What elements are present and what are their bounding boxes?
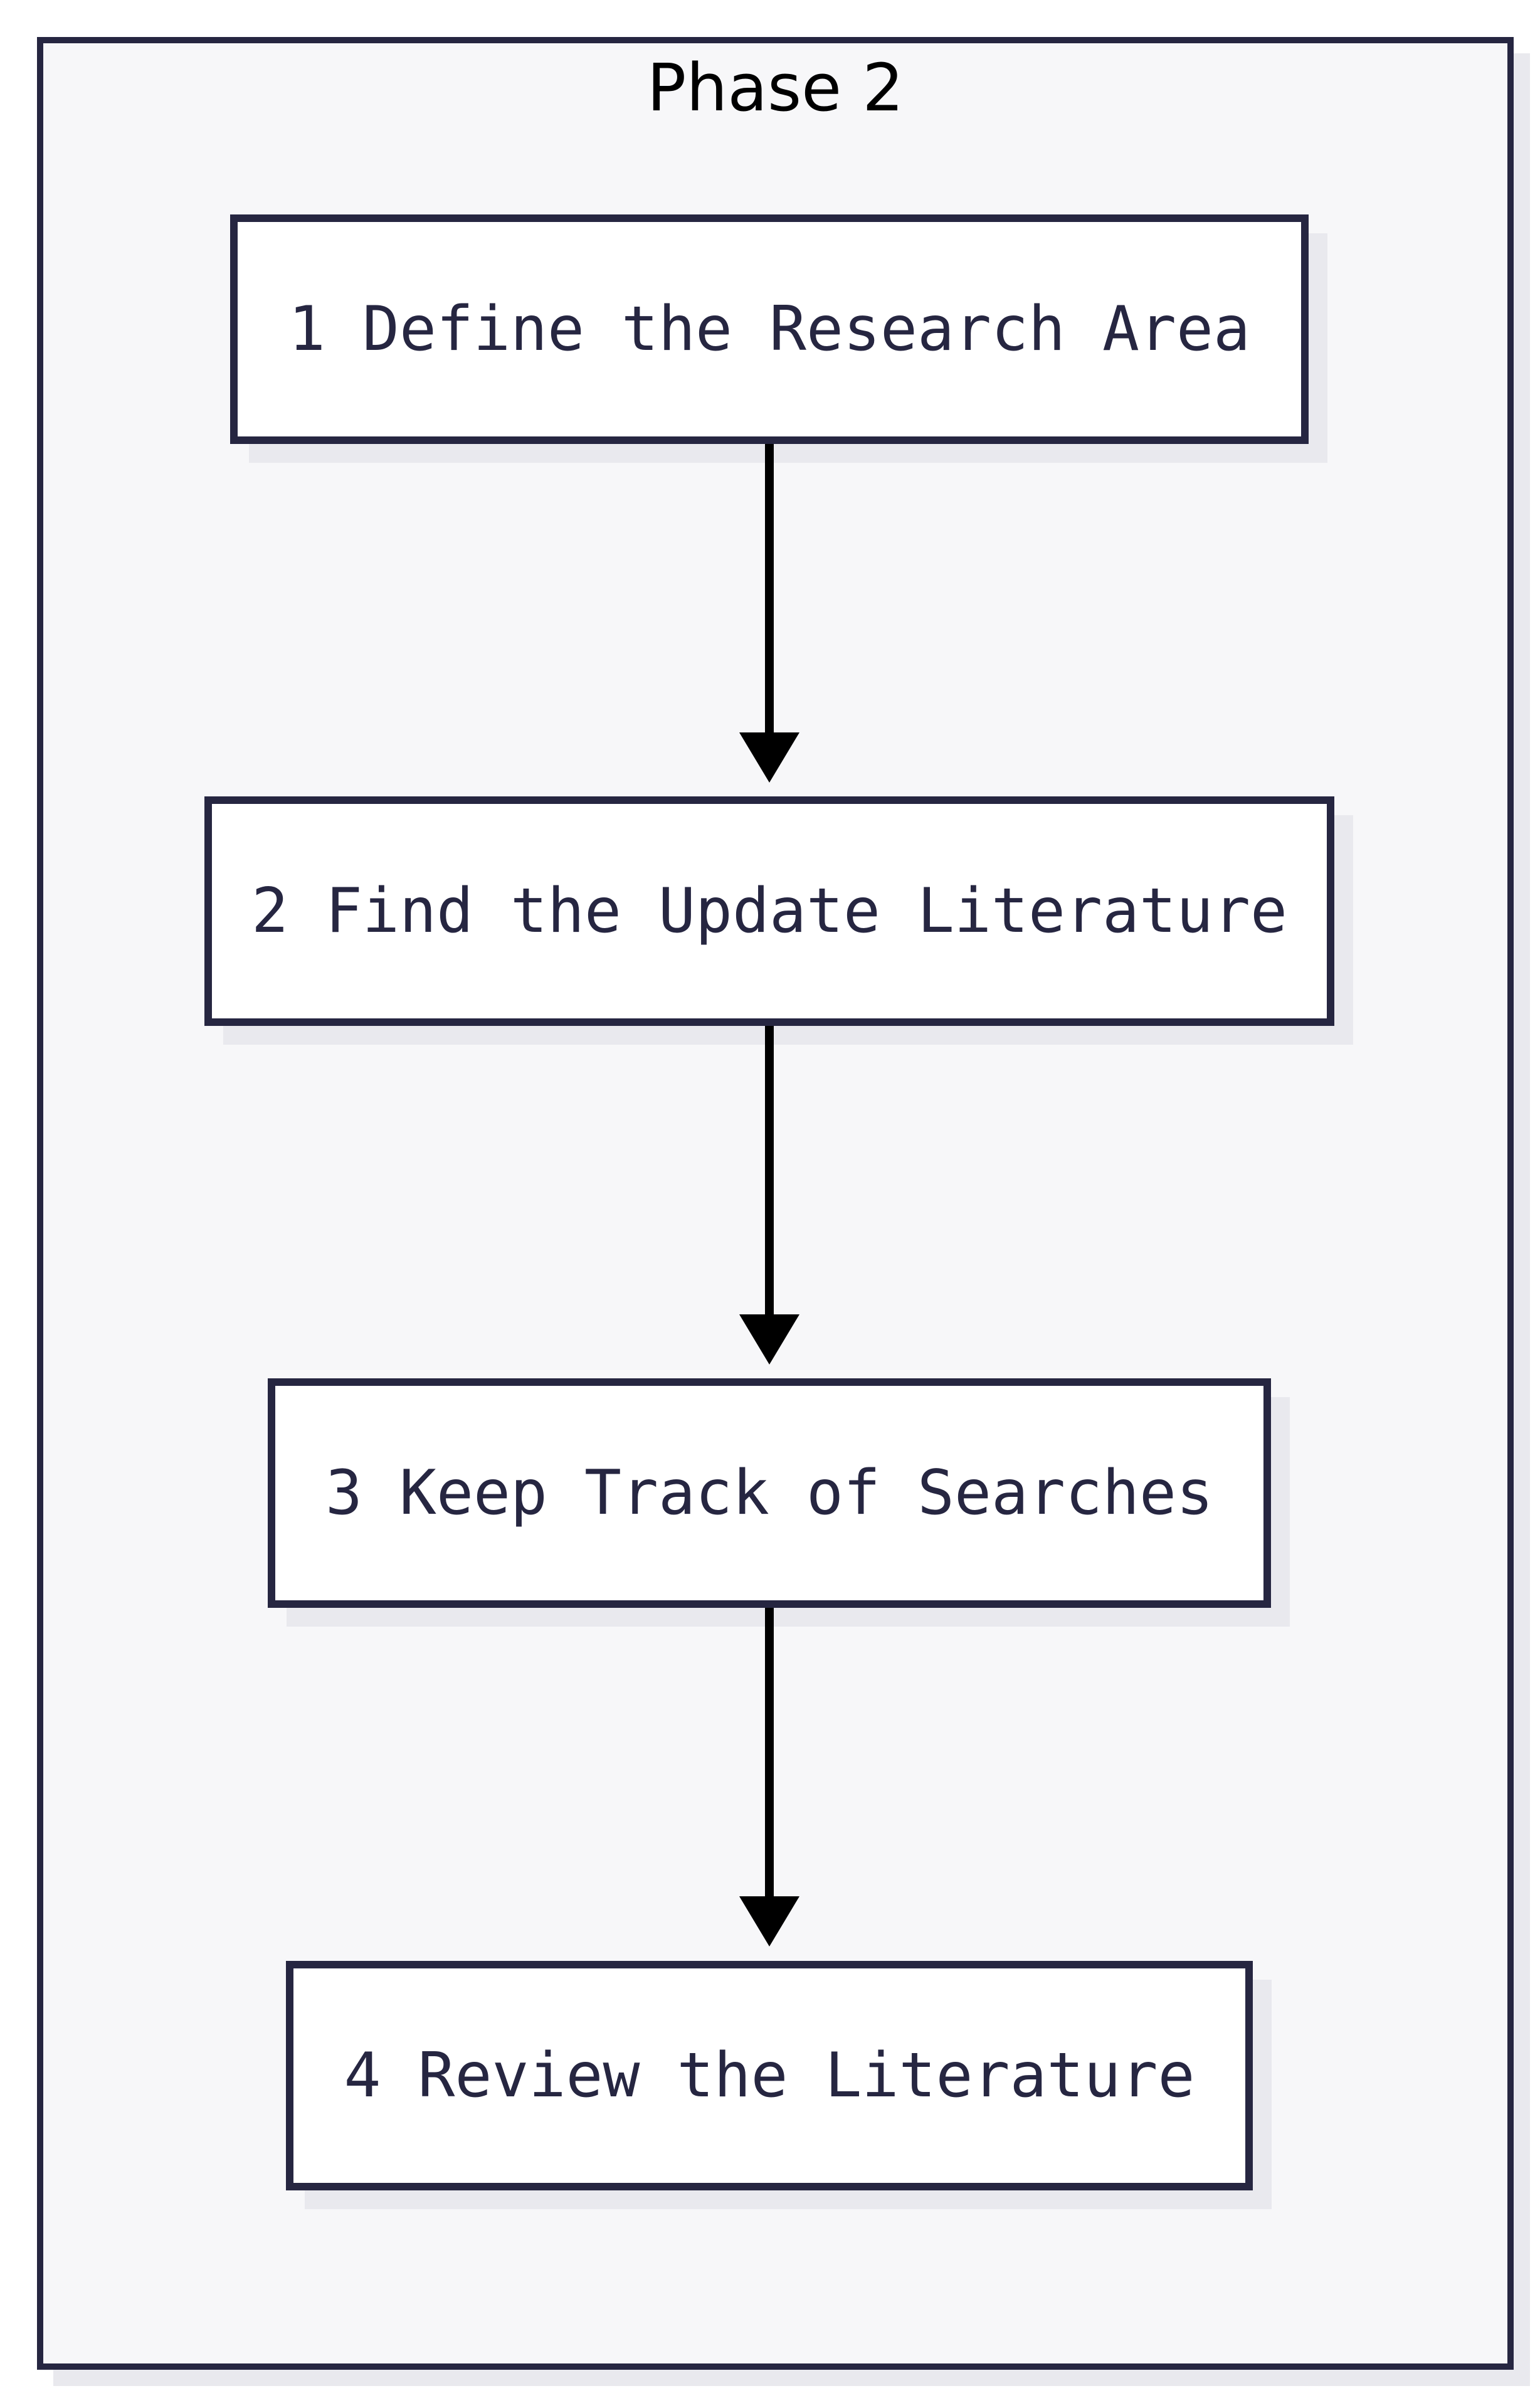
step-4-box: 4 Review the Literature [286,1961,1253,2190]
step-4-label: 4 Review the Literature [344,2040,1195,2111]
step-3-box: 3 Keep Track of Searches [268,1378,1271,1608]
step-2-box: 2 Find the Update Literature [204,796,1334,1026]
phase-group-title: Phase 2 [646,50,904,126]
step-1-box: 1 Define the Research Area [230,214,1309,444]
step-2-label: 2 Find the Update Literature [251,875,1288,947]
step-1-label: 1 Define the Research Area [288,293,1251,365]
step-3-label: 3 Keep Track of Searches [325,1457,1214,1529]
